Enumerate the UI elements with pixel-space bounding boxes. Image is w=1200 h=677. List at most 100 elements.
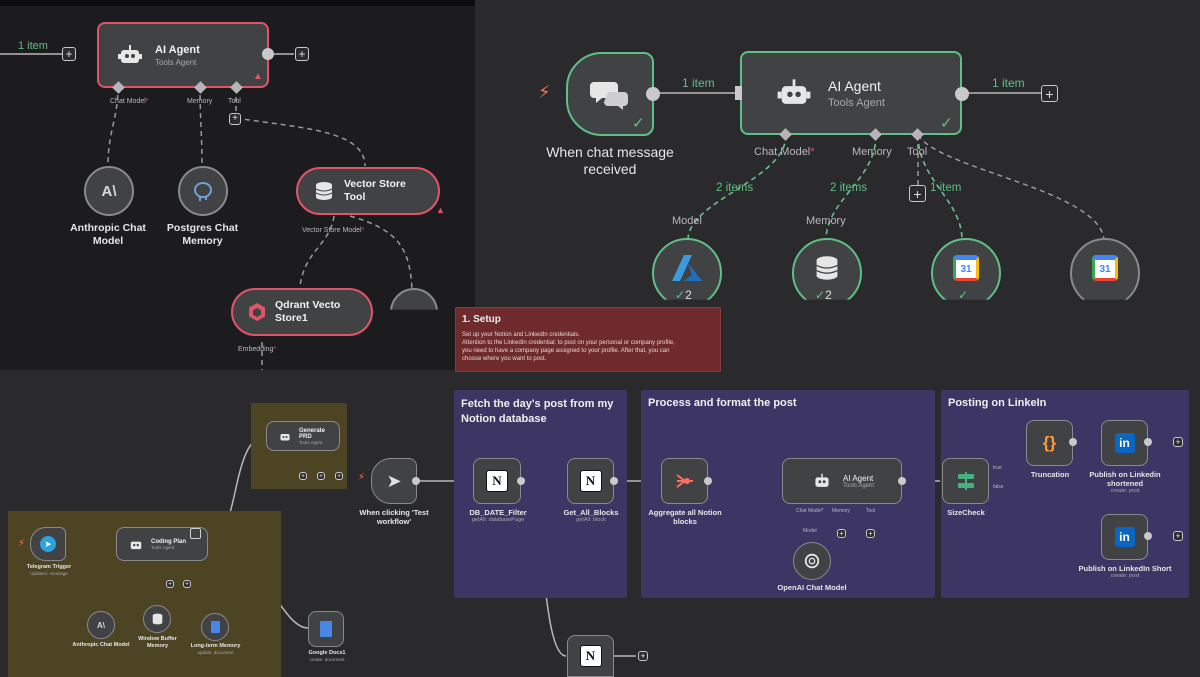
add-node-button[interactable]: + — [62, 47, 76, 61]
coding-plan-node[interactable]: Coding Plan Tools Agent — [116, 527, 208, 561]
add-node-button[interactable]: + — [638, 651, 648, 661]
get-all-blocks-node[interactable]: N — [567, 458, 614, 504]
postgres-chat-memory-node[interactable] — [178, 166, 228, 216]
openai-logo-icon — [804, 553, 820, 569]
add-tool-button[interactable]: + — [183, 580, 191, 588]
window-buffer-memory-node[interactable] — [143, 605, 171, 633]
add-node-button[interactable]: + — [1173, 531, 1183, 541]
ai-agent-node[interactable]: AI Agent Tools Agent — [97, 22, 269, 88]
output-handle[interactable] — [1144, 532, 1152, 540]
ai-agent-node-main[interactable]: AI Agent Tools Agent — [740, 51, 962, 135]
sizecheck-node[interactable] — [942, 458, 989, 504]
azure-openai-model-node[interactable] — [652, 238, 722, 300]
robot-icon — [129, 538, 143, 551]
chat-trigger-node[interactable] — [566, 52, 654, 136]
long-term-memory-node[interactable] — [201, 613, 229, 641]
database-icon — [152, 613, 162, 625]
google-docs-icon — [320, 621, 332, 637]
input-handle[interactable] — [735, 86, 742, 100]
add-tool-button[interactable]: + — [866, 529, 875, 538]
google-calendar-icon: 31 — [1092, 255, 1118, 281]
postgres-elephant-icon — [194, 182, 212, 201]
posting-group-title: Posting on LinkeIn — [948, 397, 1047, 409]
node-title: Vector Store Tool — [344, 178, 406, 203]
azure-logo-icon — [672, 255, 702, 281]
node-options-icon[interactable] — [190, 528, 201, 539]
edge-item-count: 1 item — [992, 76, 1025, 90]
anthropic-chat-model-node[interactable]: A\ — [84, 166, 134, 216]
node-title: Generate PRD — [299, 427, 326, 440]
trigger-bolt-icon: ⚡ — [358, 472, 366, 483]
openai-chat-model-node[interactable] — [793, 542, 831, 580]
add-node-button[interactable]: + — [1041, 85, 1058, 102]
truncation-node[interactable]: {} — [1026, 420, 1073, 466]
memory-sub-label: Memory — [806, 215, 846, 227]
output-handle[interactable] — [646, 87, 660, 101]
postgres-chat-memory-label: Postgres Chat Memory — [166, 222, 239, 247]
window-buffer-memory-label: Window Buffer Memory — [138, 636, 177, 649]
anthropic-chat-model-label-small: Anthropic Chat Model — [72, 642, 130, 648]
telegram-trigger-node[interactable]: ➤ — [30, 527, 66, 561]
robot-icon — [279, 431, 291, 442]
model-link-item-count: 2 items — [716, 182, 754, 194]
memory-connector-label: Memory — [187, 98, 213, 105]
output-handle[interactable] — [412, 477, 420, 485]
publish-linkedin-shortened-node[interactable]: in — [1101, 420, 1148, 466]
publish-linkedin-short-node[interactable]: in — [1101, 514, 1148, 560]
telegram-trigger-label: Telegram Trigger Updates: message — [26, 564, 72, 576]
telegram-icon: ➤ — [40, 536, 56, 552]
google-calendar-tool-node[interactable]: 31 — [931, 238, 1001, 300]
add-tool-button[interactable]: + — [335, 472, 343, 480]
success-check-icon: ✓ — [632, 115, 645, 132]
google-docs-node[interactable] — [308, 611, 344, 647]
output-handle[interactable] — [898, 477, 906, 485]
google-calendar-tool-node-2[interactable]: 31 — [1070, 238, 1140, 300]
anthropic-chat-model-label: Anthropic Chat Model — [70, 222, 146, 247]
process-group-title: Process and format the post — [648, 397, 797, 409]
manual-trigger-node[interactable]: ➤ — [371, 458, 417, 504]
add-tool-button[interactable]: + — [229, 113, 241, 125]
node-title: Qdrant Vecto Store1 — [275, 299, 341, 324]
notion-node-lower[interactable]: N — [567, 635, 614, 677]
edge-item-count: 1 item — [682, 76, 715, 90]
add-tool-button[interactable]: + — [317, 472, 325, 480]
chat-model-connector-label: Chat Model* — [754, 146, 815, 158]
memory-link-item-count: 2 items — [830, 182, 868, 194]
setup-note-body: Set up your Notion and LinkedIn credenti… — [462, 332, 675, 363]
output-handle[interactable] — [517, 477, 525, 485]
vector-store-tool-node[interactable]: Vector Store Tool — [296, 167, 440, 215]
output-handle[interactable] — [1144, 438, 1152, 446]
ai-agent-node-workflow[interactable]: AI Agent Tools Agent — [782, 458, 902, 504]
generate-prd-node[interactable]: Generate PRD Tools Agent — [266, 421, 340, 451]
setup-sticky-note[interactable]: 1. Setup Set up your Notion and LinkedIn… — [455, 307, 721, 372]
database-icon — [304, 181, 344, 201]
add-tool-button[interactable]: + — [909, 185, 926, 202]
qdrant-vector-store-node[interactable]: Qdrant Vecto Store1 — [231, 288, 373, 336]
add-node-button[interactable]: + — [295, 47, 309, 61]
output-handle[interactable] — [262, 48, 274, 60]
notion-logo-icon: N — [579, 470, 602, 492]
output-handle[interactable] — [610, 477, 618, 485]
aggregate-node[interactable] — [661, 458, 708, 504]
output-handle[interactable] — [704, 477, 712, 485]
model-link-label: Model — [803, 528, 817, 534]
manual-trigger-label: When clicking 'Test workflow' — [359, 508, 429, 526]
output-handle[interactable] — [1069, 438, 1077, 446]
trigger-bolt-icon: ⚡ — [538, 82, 551, 102]
node-subtitle: Tools Agent — [828, 96, 885, 109]
chat-model-connector-label: Chat Model* — [796, 508, 824, 514]
db-date-filter-node[interactable]: N — [473, 458, 521, 504]
qdrant-logo-icon — [239, 302, 275, 322]
add-tool-button[interactable]: + — [166, 580, 174, 588]
chat-bubbles-icon — [590, 82, 628, 110]
memory-store-node[interactable] — [792, 238, 862, 300]
google-docs-icon — [210, 621, 220, 633]
anthropic-chat-model-node-small[interactable]: A\ — [87, 611, 115, 639]
success-check-icon: ✓2 — [675, 288, 692, 302]
memory-connector-label: Memory — [832, 508, 851, 514]
add-node-button[interactable]: + — [1173, 437, 1183, 447]
add-memory-button[interactable]: + — [837, 529, 846, 538]
output-handle[interactable] — [955, 87, 969, 101]
add-tool-button[interactable]: + — [299, 472, 307, 480]
warning-icon: ▲ — [253, 71, 263, 82]
